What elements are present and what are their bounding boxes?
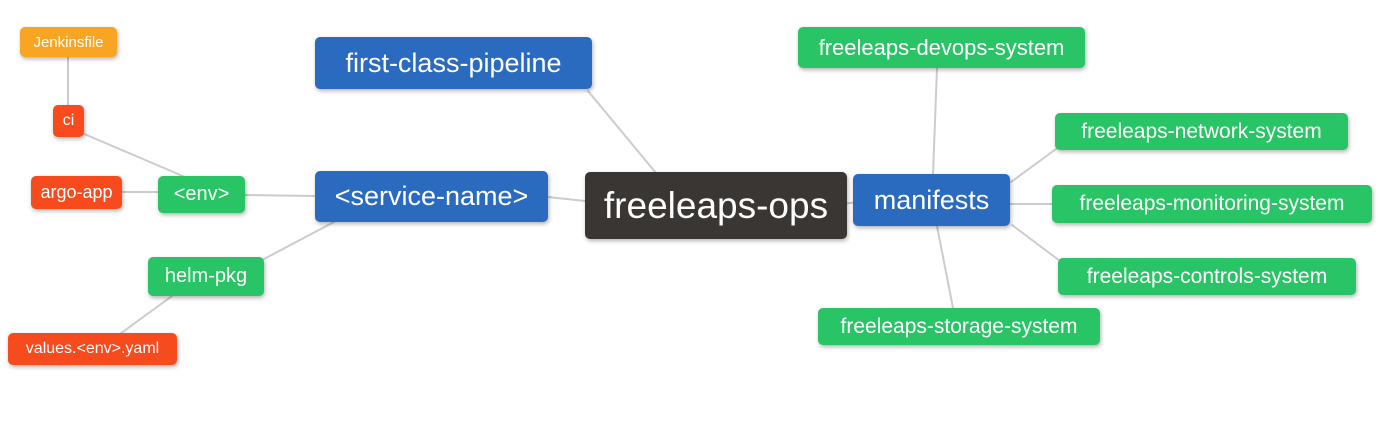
edge-service-name-helm-pkg [263, 221, 335, 260]
edge-first-class-pipeline-freeleaps-ops [587, 90, 657, 174]
node-freeleaps-storage-system[interactable]: freeleaps-storage-system [818, 308, 1100, 345]
node-first-class-pipeline[interactable]: first-class-pipeline [315, 37, 592, 89]
edge-manifests-freeleaps-network-system [1010, 148, 1057, 183]
node-service-name[interactable]: <service-name> [315, 171, 548, 222]
node-freeleaps-monitoring-system[interactable]: freeleaps-monitoring-system [1052, 185, 1372, 223]
node-manifests[interactable]: manifests [853, 174, 1010, 226]
node-freeleaps-controls-system[interactable]: freeleaps-controls-system [1058, 258, 1356, 295]
edge-manifests-freeleaps-storage-system [936, 225, 954, 309]
edge-ci-env [81, 132, 186, 178]
edge-manifests-freeleaps-devops-system [932, 67, 938, 176]
node-values-env-yaml[interactable]: values.<env>.yaml [8, 333, 177, 365]
edge-service-name-freeleaps-ops [547, 196, 586, 202]
edge-env-service-name [244, 194, 316, 197]
node-freeleaps-ops[interactable]: freeleaps-ops [585, 172, 847, 239]
node-ci[interactable]: ci [53, 105, 84, 137]
node-jenkinsfile[interactable]: Jenkinsfile [20, 27, 117, 57]
node-freeleaps-devops-system[interactable]: freeleaps-devops-system [798, 27, 1085, 68]
node-helm-pkg[interactable]: helm-pkg [148, 257, 264, 296]
node-freeleaps-network-system[interactable]: freeleaps-network-system [1055, 113, 1348, 150]
node-argo-app[interactable]: argo-app [31, 176, 122, 209]
node-env[interactable]: <env> [158, 176, 245, 213]
edge-helm-pkg-values-env-yaml [119, 295, 173, 335]
edge-manifests-freeleaps-controls-system [1011, 224, 1061, 262]
